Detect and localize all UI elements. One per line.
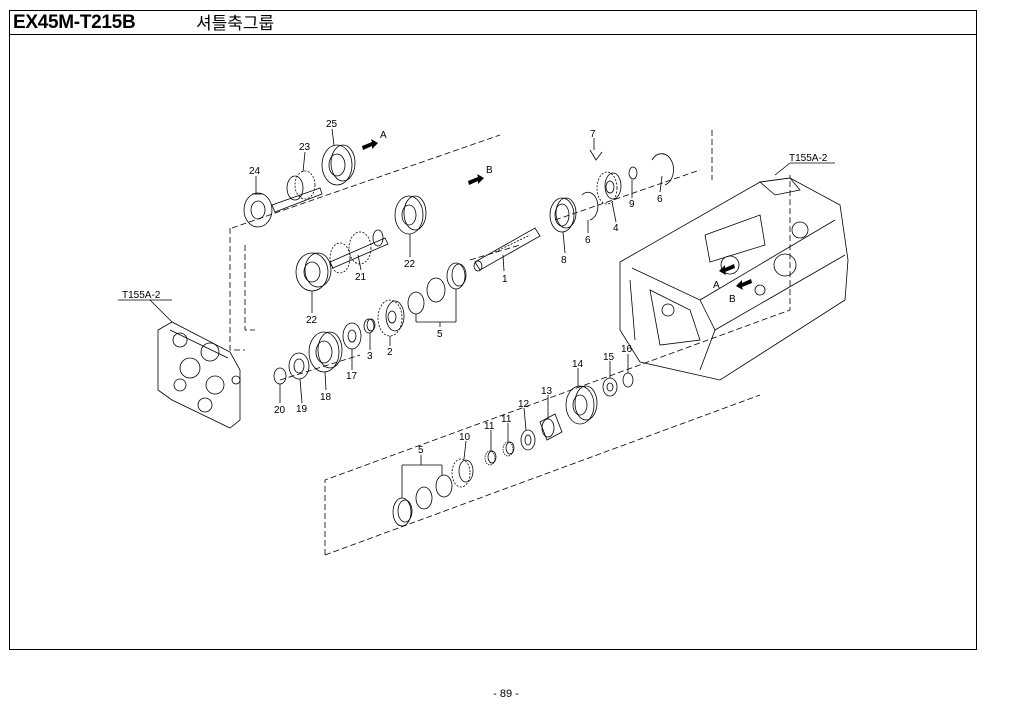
- part-number-23: 23: [299, 142, 311, 153]
- part-number-22a: 22: [404, 259, 416, 270]
- part-number-19: 19: [296, 404, 308, 415]
- part-number-18: 18: [320, 392, 332, 403]
- arrow-b-top-icon: [468, 174, 484, 185]
- part-number-22b: 22: [306, 315, 318, 326]
- group-title: 셔틀축그룹: [196, 14, 275, 34]
- gear-4: [596, 171, 622, 205]
- part-number-1: 1: [502, 274, 508, 285]
- gear-shaft-23: [271, 170, 323, 213]
- part-number-6a: 6: [585, 235, 591, 246]
- label-housing-left: T155A-2: [122, 290, 161, 301]
- synchronizer-8: [549, 197, 577, 233]
- part-number-11a: 11: [484, 421, 495, 432]
- snap-ring-20: [273, 367, 287, 385]
- washer-9: [628, 166, 638, 180]
- cluster-gear-21: [329, 229, 389, 274]
- sleeve-13: [539, 413, 563, 441]
- bearing-22-upper: [394, 195, 427, 235]
- main-shaft-1: [473, 227, 541, 272]
- bearing-11a: [502, 441, 515, 457]
- part-number-5-lower: 5: [418, 445, 424, 456]
- part-number-7: 7: [590, 129, 596, 140]
- label-direction-a-housing: A: [713, 280, 720, 291]
- label-direction-a-top: A: [380, 130, 387, 141]
- part-number-16: 16: [621, 344, 633, 355]
- snap-ring-16: [622, 372, 634, 388]
- ball-7: [589, 149, 603, 161]
- bearing-11b: [484, 450, 497, 466]
- part-number-10: 10: [459, 432, 471, 443]
- header-bar: EX45M-T215B 셔틀축그룹: [10, 11, 976, 35]
- snap-ring-6b: [651, 153, 674, 186]
- washer-15: [602, 377, 618, 397]
- page-number: - 89 -: [493, 688, 519, 700]
- arrow-a-housing-icon: [719, 264, 735, 275]
- label-direction-b-top: B: [486, 165, 493, 176]
- label-direction-b-housing: B: [729, 294, 736, 305]
- part-number-15: 15: [603, 352, 615, 363]
- washer-12: [520, 429, 536, 451]
- bearing-25: [321, 144, 356, 186]
- part-number-9: 9: [629, 199, 635, 210]
- bearing-22-lower: [295, 252, 332, 292]
- gear-2: [377, 299, 405, 337]
- model-code: EX45M-T215B: [13, 12, 136, 33]
- part-number-8: 8: [561, 255, 567, 266]
- leader-lines: [255, 128, 663, 498]
- part-number-3: 3: [367, 351, 373, 362]
- part-number-17: 17: [346, 371, 358, 382]
- part-number-21: 21: [355, 272, 367, 283]
- ring-5-upper: [407, 262, 467, 315]
- label-housing-right: T155A-2: [789, 153, 828, 164]
- drawing-frame: EX45M-T215B 셔틀축그룹: [9, 10, 977, 650]
- part-number-4: 4: [613, 223, 619, 234]
- part-number-20: 20: [274, 405, 286, 416]
- part-number-5-upper: 5: [437, 329, 443, 340]
- washer-17: [342, 322, 362, 350]
- part-number-14: 14: [572, 359, 584, 370]
- arrow-a-top-icon: [362, 139, 378, 150]
- bearing-24: [243, 192, 273, 228]
- right-housing: [619, 177, 849, 381]
- gear-10: [451, 458, 474, 488]
- bearing-14: [565, 385, 598, 425]
- bearing-18: [308, 331, 343, 373]
- part-number-13: 13: [541, 386, 553, 397]
- part-number-24: 24: [249, 166, 261, 177]
- snap-ring-6a: [581, 191, 599, 221]
- part-number-25: 25: [326, 119, 338, 130]
- part-number-12: 12: [518, 399, 530, 410]
- assembly-guide-lines: [229, 130, 791, 556]
- washer-19: [288, 352, 310, 380]
- part-number-11b: 11: [501, 414, 512, 425]
- part-number-6b: 6: [657, 194, 663, 205]
- arrow-b-housing-icon: [736, 279, 752, 290]
- left-housing-cover: [157, 321, 241, 429]
- bushing-3: [363, 318, 376, 334]
- part-number-2: 2: [387, 347, 393, 358]
